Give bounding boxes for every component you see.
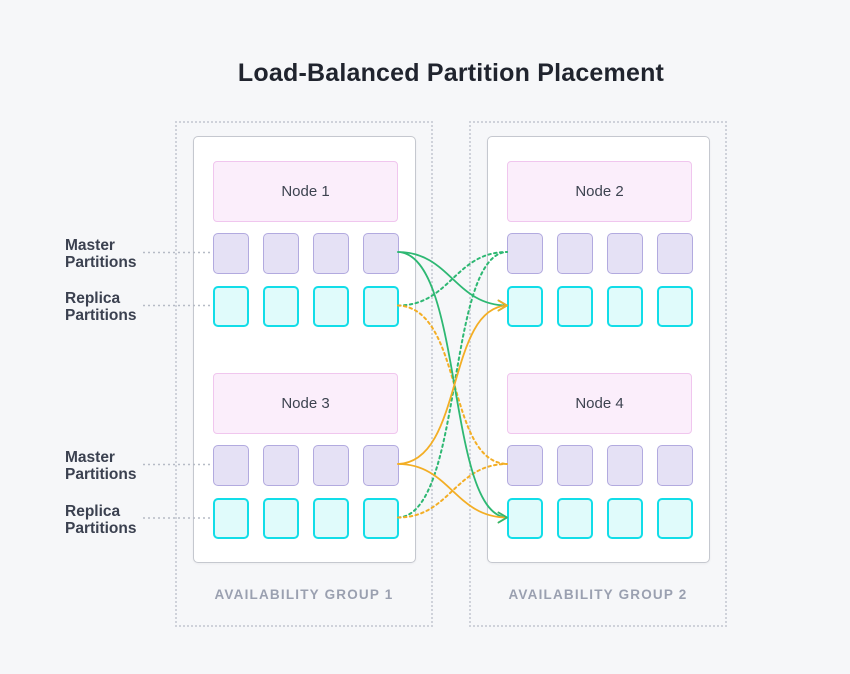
replica-partition [607,498,643,539]
replica-partition [313,286,349,327]
replica-partition [263,286,299,327]
replica-partition [607,286,643,327]
master-partition [607,233,643,274]
node-2-header: Node 2 [507,161,692,222]
master-partition [507,445,543,486]
node-3-master-row [213,445,399,486]
replica-partition [363,286,399,327]
node-4-replica-row [507,498,693,539]
master-partition [557,445,593,486]
replica-partition [507,498,543,539]
node-3-replica-row [213,498,399,539]
replica-partition [657,286,693,327]
replica-partition [213,286,249,327]
node-4-master-row [507,445,693,486]
replica-partition [557,286,593,327]
replica-partition [313,498,349,539]
replica-partition [213,498,249,539]
master-partition [263,233,299,274]
replica-partition [657,498,693,539]
node-3-header: Node 3 [213,373,398,434]
master-partition [213,233,249,274]
replica-partition [507,286,543,327]
availability-group-2-label: AVAILABILITY GROUP 2 [508,587,688,602]
node-1-header: Node 1 [213,161,398,222]
replica-partition [263,498,299,539]
master-partition [557,233,593,274]
master-partition [657,233,693,274]
node-box-group-1: Node 1 Node 3 [193,136,416,563]
availability-group-1-label: AVAILABILITY GROUP 1 [214,587,394,602]
replica-partition [363,498,399,539]
master-partition [313,445,349,486]
node-4-header: Node 4 [507,373,692,434]
node-1-replica-row [213,286,399,327]
master-partition [213,445,249,486]
availability-group-2: Node 2 Node 4 [469,121,727,627]
master-partition [363,233,399,274]
node-2-master-row [507,233,693,274]
availability-group-1: Node 1 Node 3 [175,121,433,627]
master-partition [263,445,299,486]
master-partition [657,445,693,486]
master-partition [607,445,643,486]
page-title: Load-Balanced Partition Placement [237,59,665,87]
node-2-replica-row [507,286,693,327]
node-box-group-2: Node 2 Node 4 [487,136,710,563]
master-partition [507,233,543,274]
node-1-master-row [213,233,399,274]
replica-partition [557,498,593,539]
master-partition [313,233,349,274]
master-partition [363,445,399,486]
